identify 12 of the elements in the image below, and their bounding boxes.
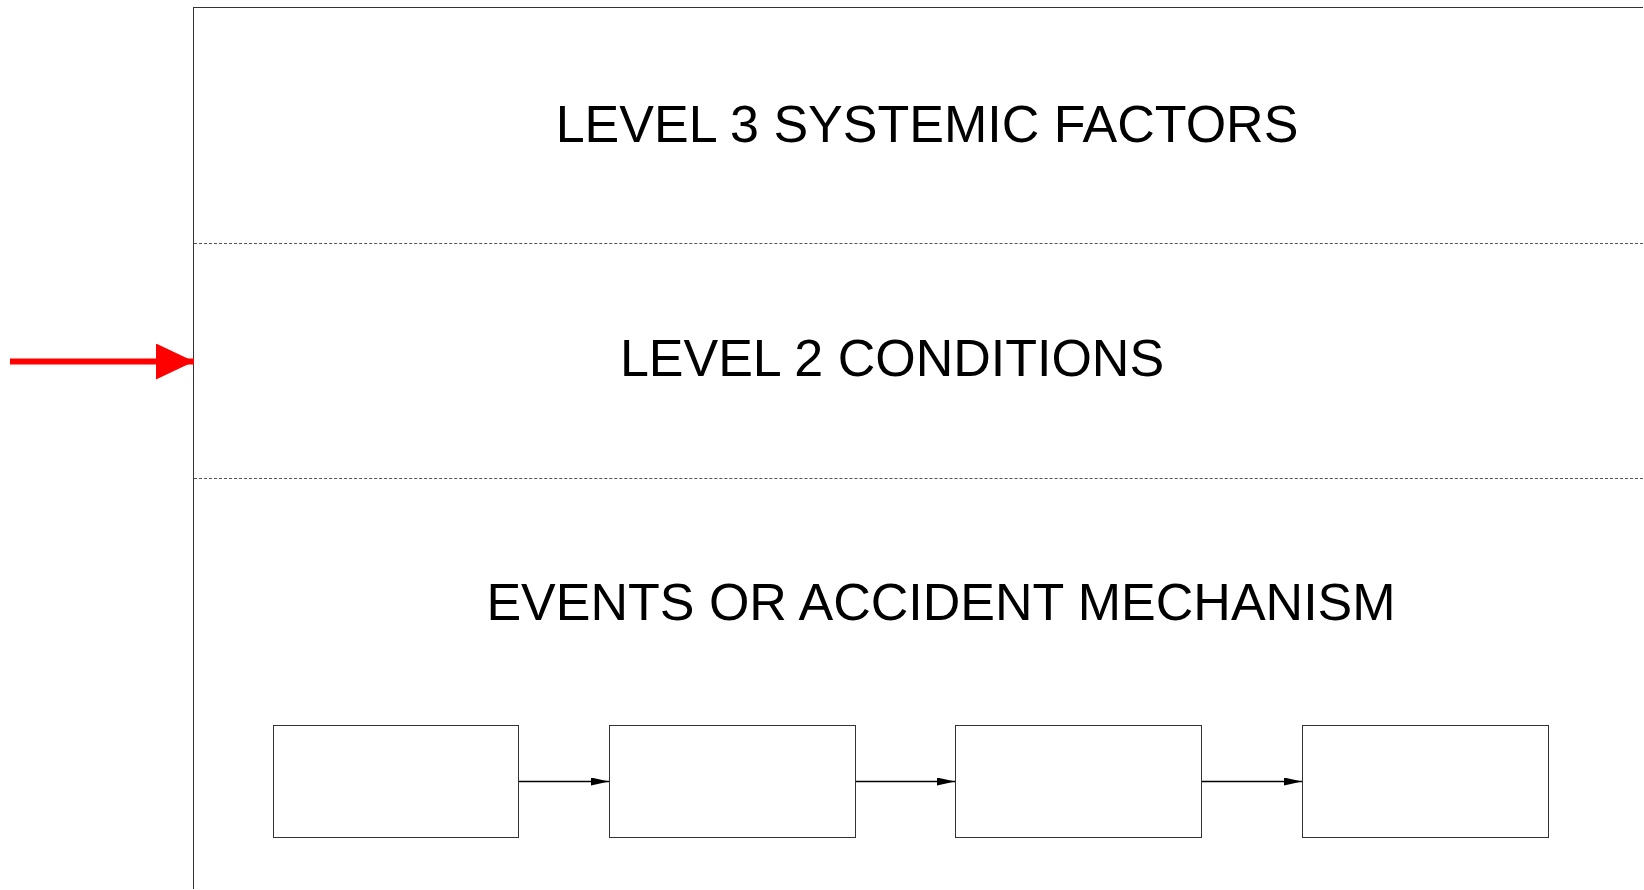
process-box xyxy=(955,725,1202,838)
process-box xyxy=(609,725,856,838)
band-title: EVENTS OR ACCIDENT MECHANISM xyxy=(486,574,1396,632)
arrow xyxy=(518,777,610,786)
arrow xyxy=(10,343,194,380)
process-box xyxy=(273,725,519,838)
arrow xyxy=(855,777,956,786)
band-title: LEVEL 2 CONDITIONS xyxy=(619,330,1165,388)
arrow xyxy=(1201,777,1303,786)
band-title: LEVEL 3 SYSTEMIC FACTORS xyxy=(555,96,1299,154)
process-box xyxy=(1302,725,1549,838)
diagram-frame xyxy=(193,7,1643,889)
